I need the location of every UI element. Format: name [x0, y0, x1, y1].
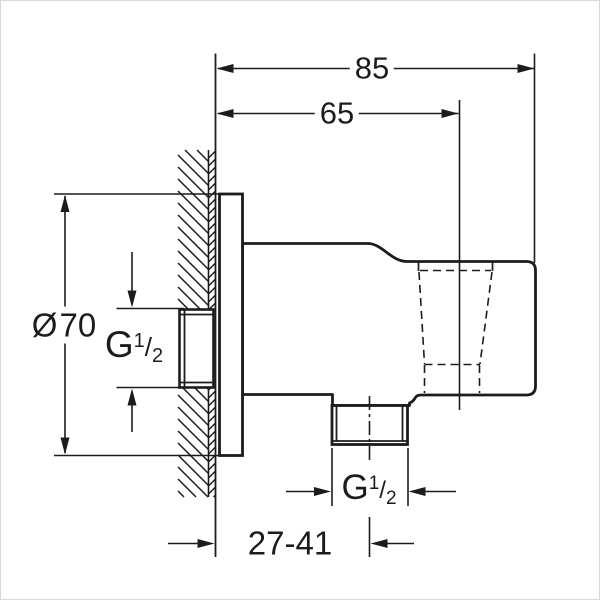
thread-slash: / [379, 477, 386, 504]
inlet-thread-section [178, 308, 215, 389]
dimension-label-65: 65 [314, 95, 360, 131]
dimension-label-inlet-thread: G1/2 [105, 326, 163, 366]
thread-slash: / [144, 332, 153, 362]
diameter-value: 70 [59, 306, 97, 344]
holder-cone-hidden-lines [418, 269, 493, 393]
thread-denominator: 2 [152, 345, 164, 367]
dimension-label-outlet-thread: G1/2 [341, 470, 396, 508]
thread-letter: G [104, 324, 134, 365]
wall-plaster-strip-hatch [208, 150, 216, 498]
thread-letter: G [341, 468, 369, 507]
thread-numerator: 1 [368, 473, 380, 494]
diameter-symbol: Ø [31, 306, 60, 344]
holder-cup-rim [417, 262, 494, 271]
dimension-label-27-41: 27-41 [242, 524, 338, 562]
dimension-inlet-thread [127, 252, 137, 432]
dimension-label-85: 85 [349, 50, 395, 86]
wall-flange [218, 192, 244, 457]
dimension-outlet-thread [286, 487, 456, 496]
dimension-label-dia70: Ø70 [26, 306, 102, 344]
thread-numerator: 1 [133, 330, 145, 352]
body-outline [241, 242, 537, 407]
dimension-27-41 [168, 539, 414, 548]
thread-denominator: 2 [385, 488, 397, 509]
